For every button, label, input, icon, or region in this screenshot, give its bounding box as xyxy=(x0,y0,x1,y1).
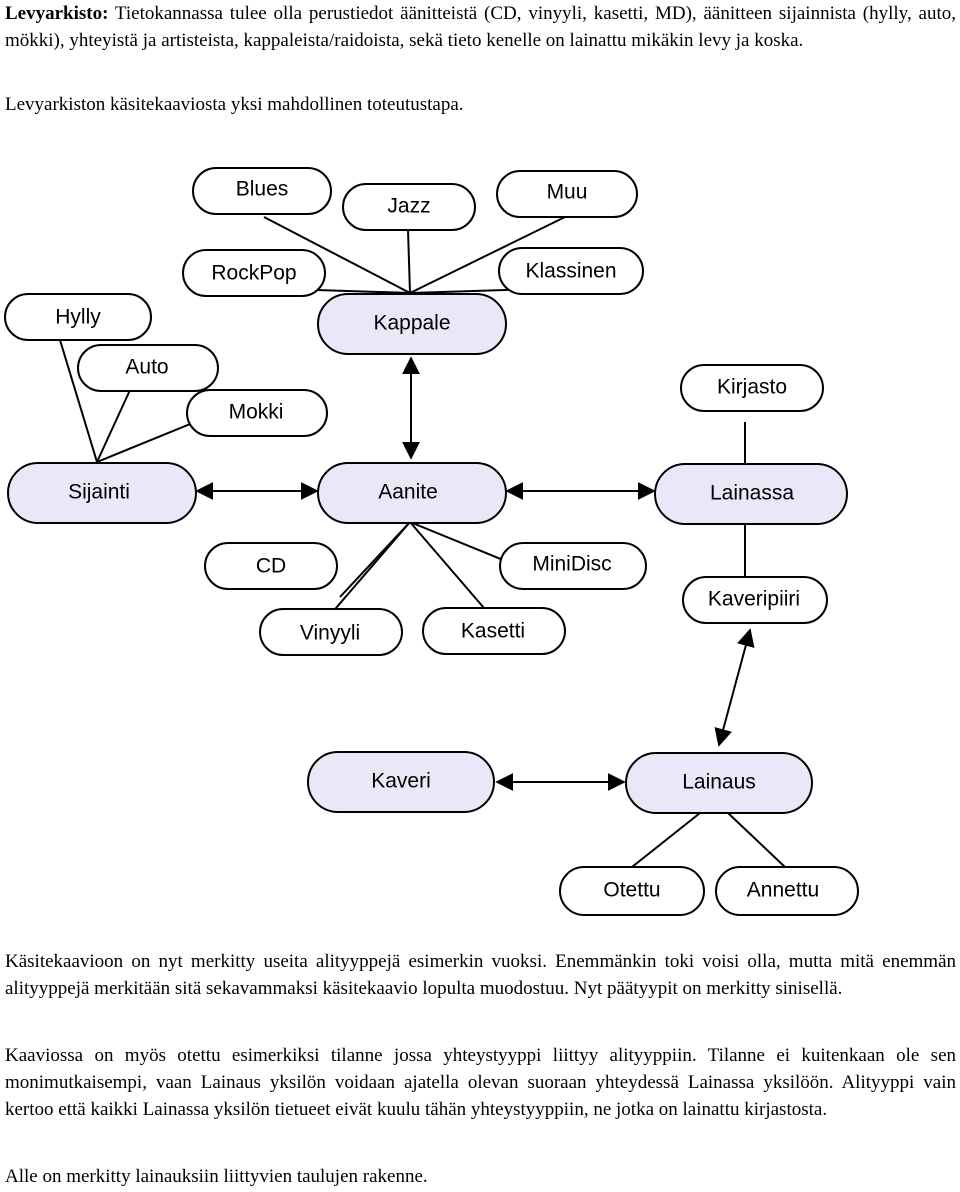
subtype-blues xyxy=(192,167,332,215)
subtype-vinyyli xyxy=(259,608,403,656)
subtype-hylly xyxy=(4,293,152,341)
subtype-annettu xyxy=(715,866,859,916)
entity-lainassa xyxy=(654,463,848,525)
relationship-arrows xyxy=(195,356,755,791)
body-paragraph-2: Kaaviossa on myös otettu esimerkiksi til… xyxy=(5,1045,956,1120)
subtype-mokki xyxy=(186,389,328,437)
label-aanite: Aanite xyxy=(378,481,438,504)
subtype-kirjasto xyxy=(680,364,824,412)
label-annettu: Annettu xyxy=(747,879,819,902)
intro-paragraph: Levyarkisto: Tietokannassa tulee olla pe… xyxy=(5,0,956,54)
label-blues: Blues xyxy=(236,178,289,201)
label-kasetti: Kasetti xyxy=(461,620,525,643)
label-cd: CD xyxy=(256,555,286,578)
label-muu: Muu xyxy=(547,181,588,204)
subtype-klassinen xyxy=(498,247,644,295)
entity-sijainti xyxy=(7,462,197,524)
entity-aanite xyxy=(317,462,507,524)
subtype-auto xyxy=(77,344,219,392)
label-jazz: Jazz xyxy=(387,195,430,218)
subtype-cd xyxy=(204,542,338,590)
subtype-muu xyxy=(496,170,638,218)
entity-lainaus xyxy=(625,752,813,814)
body-paragraph-3: Alle on merkitty lainauksiin liittyvien … xyxy=(5,1166,428,1187)
subtype-rockpop xyxy=(182,249,326,297)
label-kaveripiiri: Kaveripiiri xyxy=(708,588,800,611)
label-kaveri: Kaveri xyxy=(371,770,431,793)
intro-subtext: Levyarkiston käsitekaaviosta yksi mahdol… xyxy=(5,94,464,115)
intro-title: Levyarkisto: xyxy=(5,3,109,24)
subtype-otettu xyxy=(559,866,705,916)
subtype-kasetti xyxy=(422,607,566,655)
connector-lines xyxy=(59,216,786,868)
concept-diagram: Kappale Aanite Sijainti Lainassa Kaveri … xyxy=(4,167,859,916)
label-rockpop: RockPop xyxy=(211,262,296,285)
label-vinyyli: Vinyyli xyxy=(300,622,360,645)
entity-kappale xyxy=(317,293,507,355)
label-lainaus: Lainaus xyxy=(682,771,756,794)
intro-text: Tietokannassa tulee olla perustiedot ään… xyxy=(5,3,956,51)
subtype-minidisc xyxy=(499,542,647,590)
label-klassinen: Klassinen xyxy=(525,260,616,283)
subtype-jazz xyxy=(342,183,476,231)
label-hylly: Hylly xyxy=(55,306,101,329)
label-minidisc: MiniDisc xyxy=(532,553,611,576)
entity-kaveri xyxy=(307,751,495,813)
body-paragraph-1: Käsitekaavioon on nyt merkitty useita al… xyxy=(5,951,956,999)
label-otettu: Otettu xyxy=(603,879,660,902)
label-kappale: Kappale xyxy=(373,312,450,335)
label-mokki: Mokki xyxy=(229,401,284,424)
label-sijainti: Sijainti xyxy=(68,481,130,504)
label-lainassa: Lainassa xyxy=(710,482,794,505)
label-auto: Auto xyxy=(125,356,168,379)
subtype-kaveripiiri xyxy=(682,576,828,624)
label-kirjasto: Kirjasto xyxy=(717,376,787,399)
